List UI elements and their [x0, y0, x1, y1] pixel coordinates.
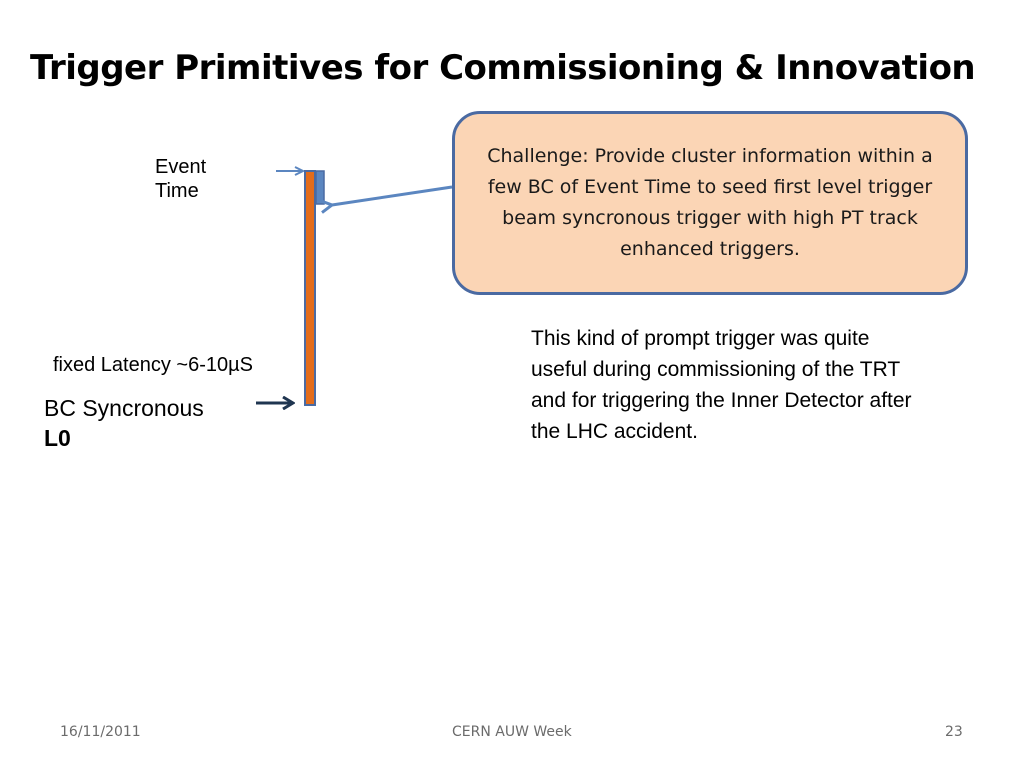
l0-label: L0: [44, 425, 71, 451]
event-time-line1: Event: [155, 156, 207, 178]
bc-syncronous-label: BC Syncronous L0: [44, 393, 204, 453]
challenge-callout: Challenge: Provide cluster information w…: [452, 111, 968, 295]
event-time-line2: Time: [155, 180, 199, 202]
footer-event: CERN AUW Week: [452, 724, 572, 740]
cluster-info-bar: [315, 170, 325, 205]
latency-bar: [304, 170, 316, 406]
event-time-label: Event Time: [155, 155, 275, 203]
commissioning-note: This kind of prompt trigger was quite us…: [531, 327, 912, 443]
slide-title: Trigger Primitives for Commissioning & I…: [30, 48, 976, 88]
page-number: 23: [945, 724, 963, 740]
challenge-text: Challenge: Provide cluster information w…: [487, 145, 933, 260]
latency-label: fixed Latency ~6-10µS: [53, 354, 253, 376]
callout-connector-arrow: [332, 185, 453, 205]
footer-date: 16/11/2011: [60, 724, 141, 740]
bc-line1: BC Syncronous: [44, 395, 204, 421]
